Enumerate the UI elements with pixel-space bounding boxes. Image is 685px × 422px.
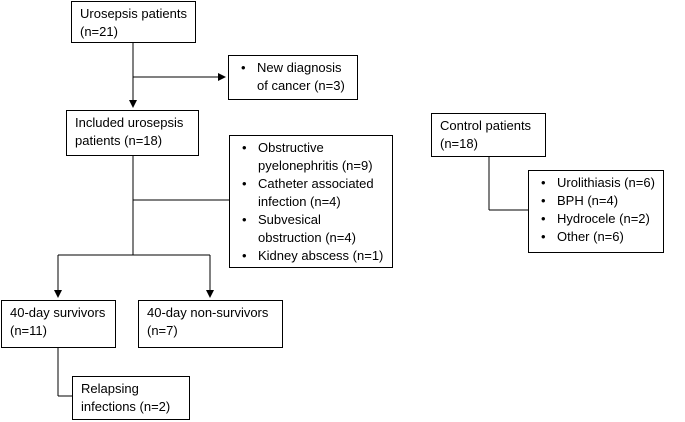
cause-item: Kidney abscess (n=1) (242, 247, 384, 265)
control-causes-box: Urolithiasis (n=6) BPH (n=4) Hydrocele (… (528, 170, 664, 253)
excluded-item: New diagnosis of cancer (n=3) (241, 59, 349, 95)
survivors-count: (n=11) (10, 323, 47, 338)
included-urosepsis-box: Included urosepsis patients (n=18) (66, 110, 199, 156)
relapsing-count: infections (n=2) (81, 399, 171, 414)
non-survivors-count: (n=7) (147, 323, 178, 338)
control-cause-item: Hydrocele (n=2) (541, 210, 655, 228)
survivors-box: 40-day survivors (n=11) (1, 300, 116, 348)
included-count: patients (n=18) (75, 133, 163, 148)
excluded-box: New diagnosis of cancer (n=3) (228, 55, 358, 100)
cause-item: Catheter associated infection (n=4) (242, 175, 384, 211)
included-title: Included urosepsis (75, 115, 184, 130)
survivors-title: 40-day survivors (10, 305, 106, 320)
control-title: Control patients (440, 118, 532, 133)
relapsing-title: Relapsing (81, 381, 139, 396)
control-cause-item: Urolithiasis (n=6) (541, 174, 655, 192)
control-cause-item: BPH (n=4) (541, 192, 655, 210)
control-cause-item: Other (n=6) (541, 228, 655, 246)
infection-causes-box: Obstructive pyelonephritis (n=9) Cathete… (229, 135, 393, 268)
urosepsis-count: (n=21) (80, 24, 118, 39)
urosepsis-title: Urosepsis patients (80, 6, 187, 21)
non-survivors-title: 40-day non-survivors (147, 305, 269, 320)
non-survivors-box: 40-day non-survivors (n=7) (138, 300, 283, 348)
cause-item: Obstructive pyelonephritis (n=9) (242, 139, 384, 175)
urosepsis-patients-box: Urosepsis patients (n=21) (71, 1, 196, 43)
relapsing-infections-box: Relapsing infections (n=2) (72, 376, 190, 420)
control-patients-box: Control patients (n=18) (431, 113, 546, 157)
control-count: (n=18) (440, 136, 478, 151)
cause-item: Subvesical obstruction (n=4) (242, 211, 384, 247)
